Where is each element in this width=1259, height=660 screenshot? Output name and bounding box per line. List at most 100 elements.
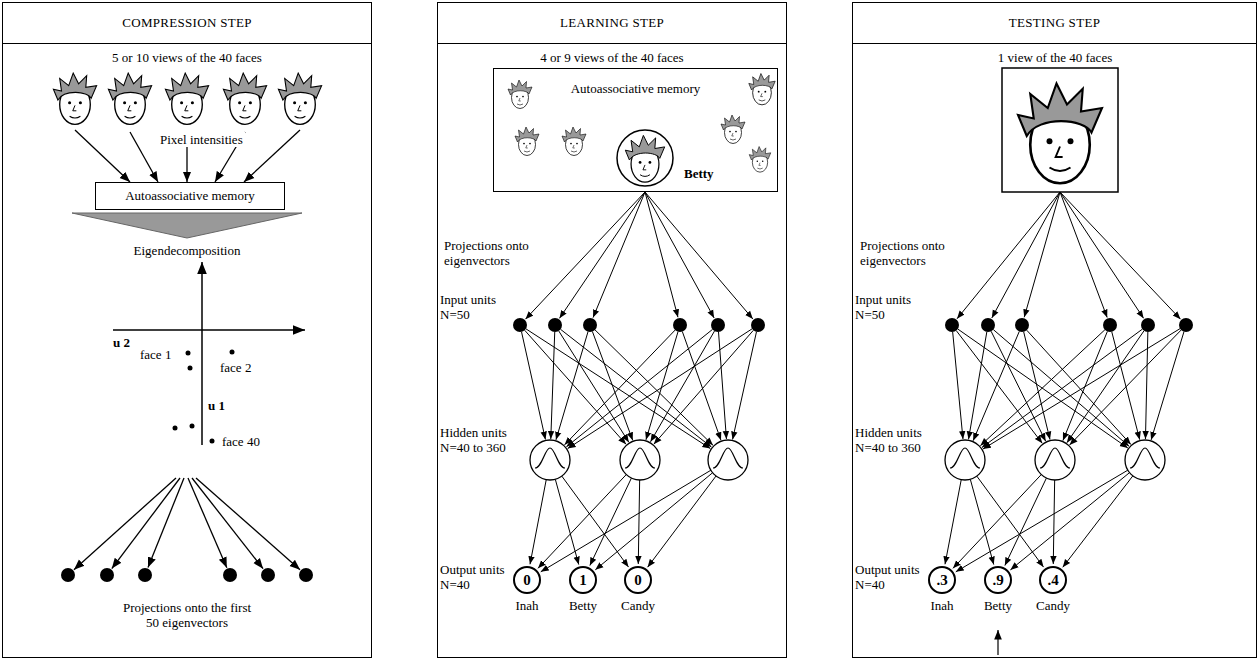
face bbox=[53, 73, 96, 124]
arrow bbox=[595, 330, 713, 445]
arrow bbox=[74, 478, 176, 570]
output-unit: .3Inah bbox=[912, 566, 972, 616]
arrow bbox=[645, 192, 714, 318]
arrow bbox=[1063, 331, 1107, 440]
layer-label: Input units N=50 bbox=[440, 292, 510, 322]
axis bbox=[201, 262, 203, 445]
hidden-unit bbox=[1035, 440, 1075, 480]
hidden-unit bbox=[620, 440, 660, 480]
person-name: Inah bbox=[912, 598, 972, 614]
person-name: Betty bbox=[553, 598, 613, 614]
face bbox=[562, 127, 586, 156]
data-dot bbox=[186, 351, 191, 356]
arrow bbox=[559, 192, 645, 318]
point-label: face 40 bbox=[222, 434, 260, 449]
arrow bbox=[982, 329, 1142, 447]
projection-unit bbox=[61, 568, 75, 582]
arrow bbox=[654, 330, 754, 444]
scatter-plot bbox=[113, 262, 305, 445]
arrow bbox=[525, 192, 645, 319]
output-unit: 1Betty bbox=[553, 566, 613, 616]
face bbox=[223, 73, 266, 124]
output-unit: 0Inah bbox=[497, 566, 557, 616]
arrow bbox=[1063, 476, 1133, 567]
arrow bbox=[1024, 192, 1060, 317]
arrow bbox=[556, 332, 588, 440]
axis-label: u 1 bbox=[208, 398, 225, 413]
layer-label: Output units N=40 bbox=[855, 562, 929, 592]
input-unit bbox=[981, 318, 995, 332]
layer-label: Output units N=40 bbox=[440, 562, 514, 592]
eigendecomposition-wedge bbox=[72, 213, 302, 238]
arrow bbox=[945, 480, 961, 565]
face bbox=[515, 127, 539, 156]
selected-face-ring bbox=[617, 130, 673, 186]
view-count: 1 view of the 40 faces bbox=[998, 50, 1112, 65]
hidden-unit bbox=[708, 440, 748, 480]
arrow bbox=[638, 480, 639, 564]
arrow bbox=[1070, 330, 1182, 445]
output-caption: Projections onto the first 50 eigenvecto… bbox=[117, 600, 257, 630]
arrow bbox=[75, 130, 130, 182]
arrow bbox=[592, 332, 632, 441]
data-dot bbox=[173, 426, 178, 431]
arrow bbox=[983, 329, 1180, 449]
data-dot bbox=[210, 439, 215, 444]
projection-unit bbox=[100, 568, 114, 582]
arrow bbox=[645, 192, 753, 319]
input-unit bbox=[751, 318, 765, 332]
arrow bbox=[973, 331, 1019, 440]
face bbox=[108, 73, 151, 124]
point-label: face 2 bbox=[220, 360, 251, 375]
layer-label: Hidden units N=40 to 360 bbox=[440, 425, 520, 455]
activation-value: .9 bbox=[984, 566, 1012, 594]
data-dot bbox=[190, 424, 195, 429]
projection-unit bbox=[138, 568, 152, 582]
layer-label: Hidden units N=40 to 360 bbox=[855, 425, 935, 455]
winner-arrow bbox=[997, 630, 998, 655]
arrow bbox=[1010, 473, 1129, 570]
arrow bbox=[559, 331, 629, 442]
arrow bbox=[1060, 192, 1180, 319]
step-label: Eigendecomposition bbox=[134, 243, 241, 258]
activation-value: 0 bbox=[513, 566, 541, 594]
activation-value: .4 bbox=[1039, 566, 1067, 594]
input-unit bbox=[711, 318, 725, 332]
box-label: Autoassociative memory bbox=[125, 188, 255, 204]
person-name: Betty bbox=[684, 166, 714, 182]
input-unit bbox=[1015, 318, 1029, 332]
arrow bbox=[522, 332, 546, 440]
person-name: Candy bbox=[608, 598, 668, 614]
arrow bbox=[1053, 480, 1054, 564]
arrow bbox=[1060, 192, 1144, 318]
view-count: 4 or 9 views of the 40 faces bbox=[540, 50, 683, 65]
view-count: 5 or 10 views of the 40 faces bbox=[112, 50, 262, 65]
data-dot bbox=[230, 350, 235, 355]
arrow bbox=[1151, 332, 1184, 440]
projection-unit bbox=[261, 568, 275, 582]
arrow bbox=[646, 332, 678, 440]
face bbox=[721, 115, 745, 144]
memory-box: Autoassociative memory bbox=[95, 182, 285, 210]
point-label: face 1 bbox=[140, 347, 171, 362]
input-unit bbox=[1141, 318, 1155, 332]
face bbox=[508, 80, 532, 109]
arrow bbox=[192, 478, 263, 569]
arrow bbox=[188, 478, 227, 568]
input-unit bbox=[945, 318, 959, 332]
arrow bbox=[1067, 331, 1144, 443]
arrow bbox=[551, 332, 555, 439]
arrow bbox=[525, 330, 626, 444]
arrow bbox=[568, 329, 753, 449]
input-unit bbox=[583, 318, 597, 332]
face bbox=[749, 147, 771, 173]
arrow bbox=[530, 480, 546, 565]
flow-label: Projections onto eigenvectors bbox=[860, 238, 965, 268]
arrow bbox=[526, 329, 711, 449]
step-panel: COMPRESSION STEPAutoassociative memory bbox=[2, 2, 372, 658]
arrow bbox=[957, 192, 1060, 319]
step-panel: TESTING STEP.3Inah.9Betty.4Candy bbox=[852, 2, 1257, 658]
arrow bbox=[538, 475, 626, 569]
